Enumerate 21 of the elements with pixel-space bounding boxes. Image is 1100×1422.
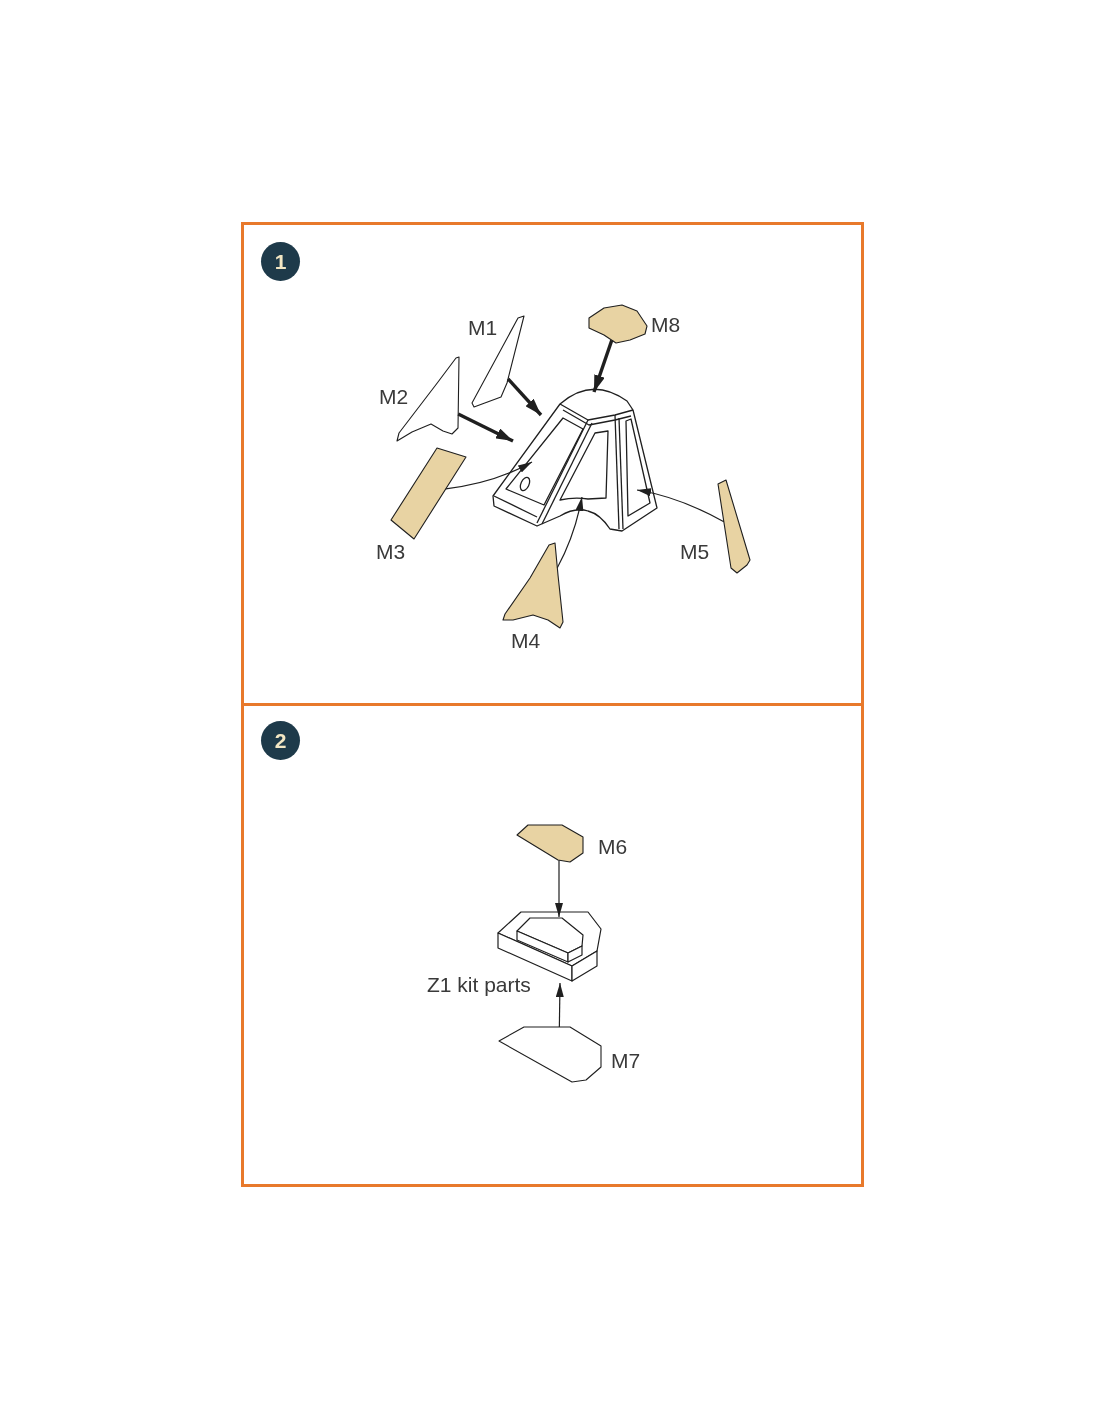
arrow <box>457 412 514 443</box>
part-label: M6 <box>598 836 628 857</box>
step-number: 2 <box>261 721 300 760</box>
step-panel <box>241 222 864 706</box>
curved-arrow <box>445 461 533 490</box>
part-label: M8 <box>651 314 681 335</box>
arrow <box>555 982 564 1028</box>
part-label: M5 <box>680 541 710 562</box>
arrow <box>506 377 543 417</box>
curved-arrow <box>556 496 584 569</box>
curved-arrow <box>636 488 725 523</box>
part-label: M1 <box>468 317 498 338</box>
arrow <box>555 859 563 918</box>
part-label: M2 <box>379 386 409 407</box>
part-label: M4 <box>511 630 541 651</box>
part-label: M3 <box>376 541 406 562</box>
part-label: M7 <box>611 1050 641 1071</box>
arrow <box>592 339 614 393</box>
step-number: 1 <box>261 242 300 281</box>
part-label: Z1 kit parts <box>427 974 531 995</box>
step-panel <box>241 703 864 1187</box>
